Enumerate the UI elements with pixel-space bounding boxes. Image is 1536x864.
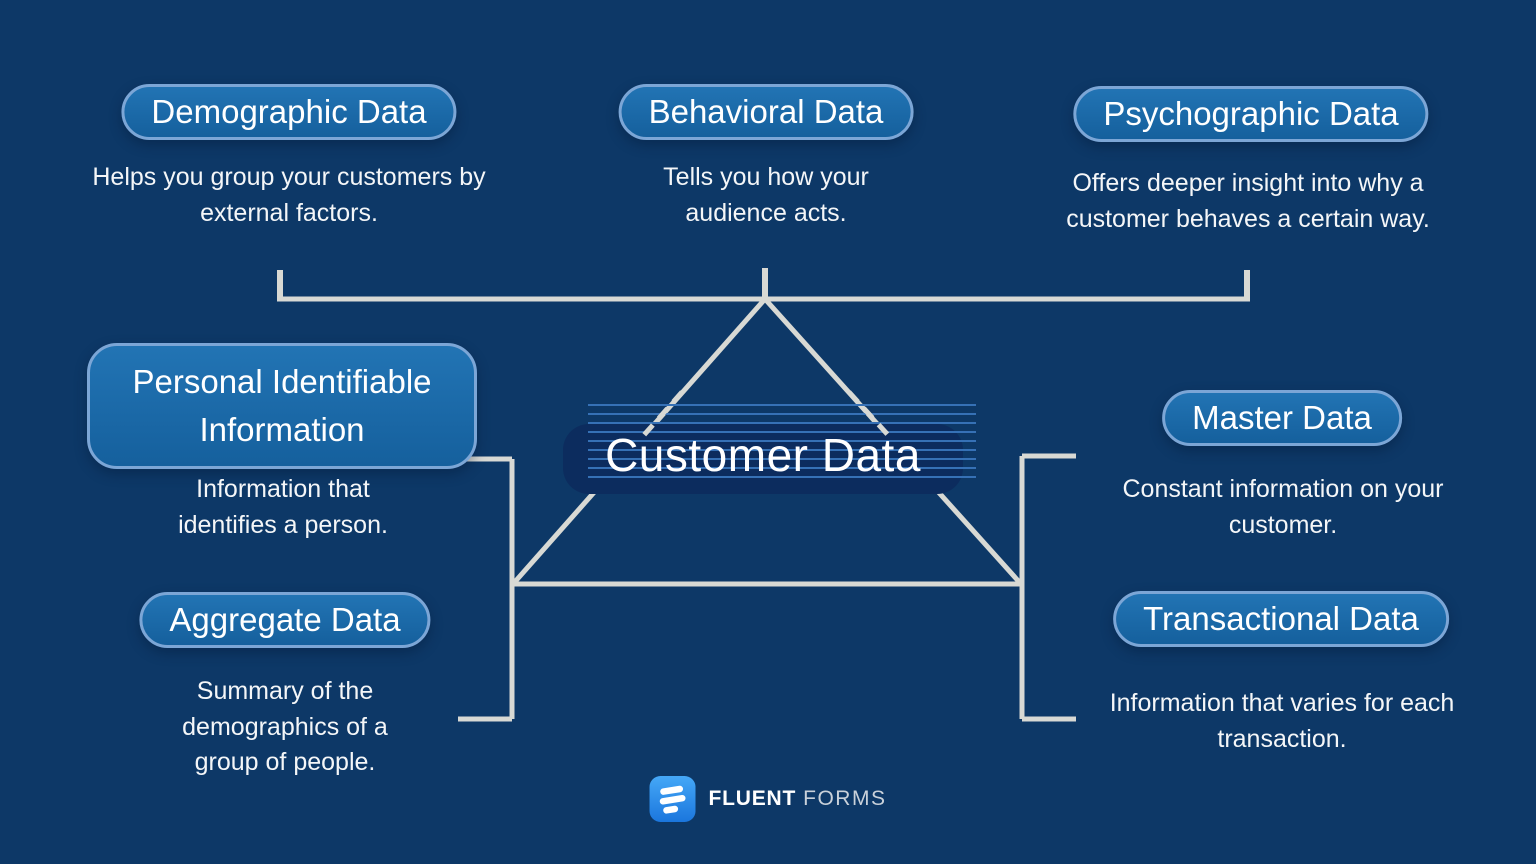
description-aggregate-data: Summary of the demographics of a group o… [182,677,388,776]
brand-name-forms: FORMS [803,787,887,810]
page-title: Customer Data [605,429,921,481]
brand-wordmark: FLUENT FORMS [709,787,887,811]
node-master-data: Master Data [1162,390,1402,446]
description-transactional-data: Information that varies for each transac… [1109,689,1455,753]
node-personal-identifiable-information: Personal Identifiable Information [87,343,477,469]
node-demographic-data: Demographic Data [121,84,457,140]
brand-footer: FLUENT FORMS [649,776,887,822]
decorative-stripes [588,404,976,480]
description-behavioral-data: Tells you how your audience acts. [663,163,869,227]
fluent-forms-logo-icon [649,776,696,822]
description-demographic-data: Helps you group your customers by extern… [92,163,486,227]
brand-name-fluent: FLUENT [708,787,797,810]
description-psychographic-data: Offers deeper insight into why a custome… [1066,169,1430,233]
description-personal-identifiable-information: Information that identifies a person. [178,475,388,539]
node-behavioral-data: Behavioral Data [618,84,914,140]
description-master-data: Constant information on your customer. [1122,475,1444,539]
node-psychographic-data: Psychographic Data [1073,86,1429,142]
node-transactional-data: Transactional Data [1113,591,1449,647]
node-aggregate-data: Aggregate Data [139,592,431,648]
